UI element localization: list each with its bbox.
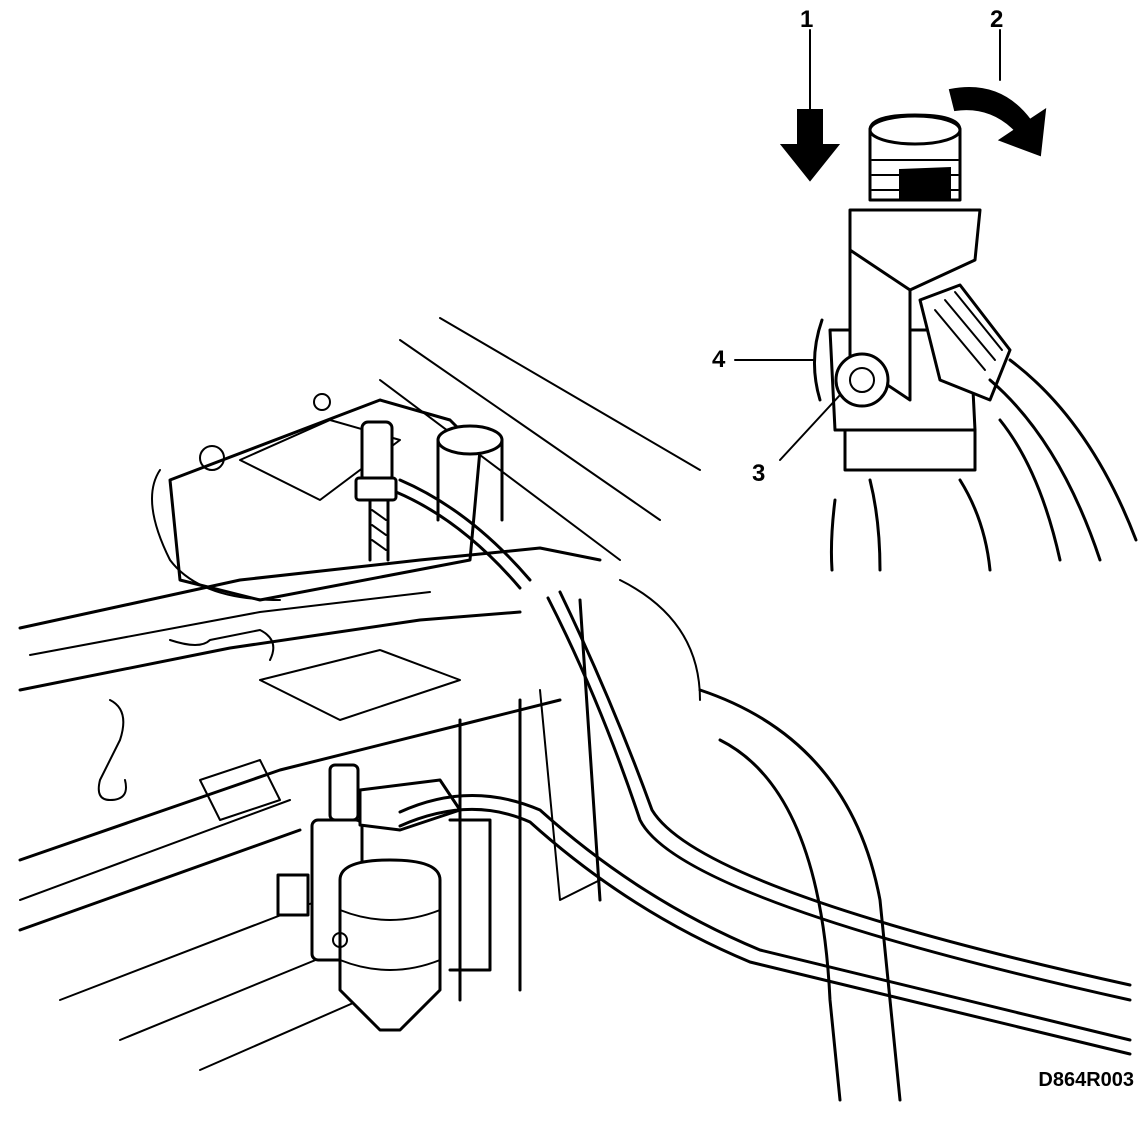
reservoir: [436, 424, 504, 522]
upper-service-valve: [354, 420, 398, 562]
callout-3: 3: [752, 460, 766, 487]
callout-1: 1: [800, 6, 814, 33]
receiver-drier: [276, 763, 492, 1032]
valve-detail-inset: [813, 113, 1138, 572]
leader-line-3: [779, 394, 841, 461]
battery: [151, 393, 482, 602]
engine-bay-structure: [18, 317, 902, 1102]
service-hoses: [394, 478, 1132, 1056]
callout-2: 2: [990, 6, 1004, 33]
callout-4: 4: [712, 346, 726, 373]
rotate-arrow: [948, 29, 1047, 157]
figure-code: D864R003: [1038, 1069, 1134, 1091]
press-arrow: [779, 29, 841, 182]
